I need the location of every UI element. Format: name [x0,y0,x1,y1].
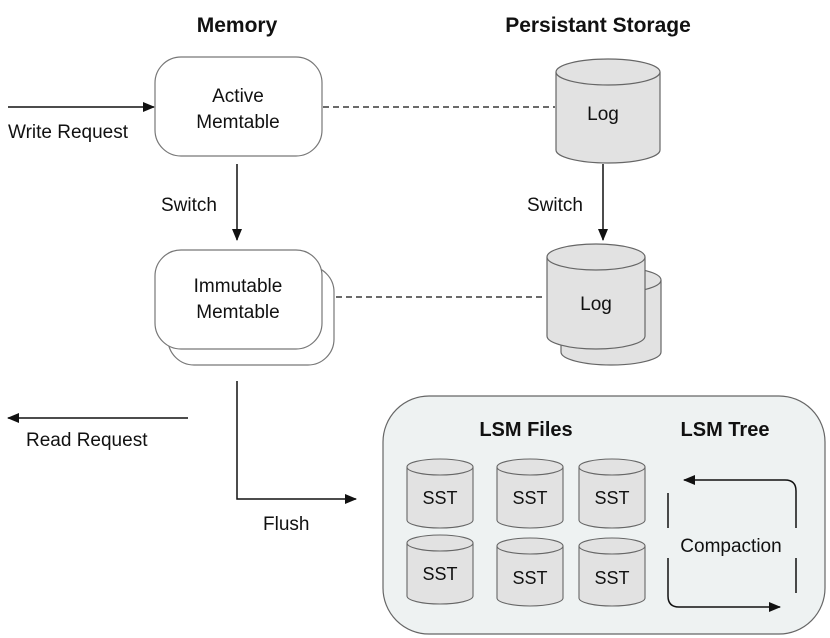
active-memtable-box [154,56,323,157]
sst-label-3: SST [594,488,629,508]
sst-label-5: SST [512,568,547,588]
lsm-files-title: LSM Files [479,419,572,441]
sst-cylinder-6 [578,537,646,607]
sst-cylinder-2 [496,458,564,529]
sst-label-4: SST [422,564,457,584]
sst-label-6: SST [594,568,629,588]
storage-header: Persistant Storage [505,14,691,37]
log-cylinder-immutable [546,243,646,350]
compaction-arrow-bottom [667,493,781,612]
immutable-memtable-box [154,249,323,350]
write-request-label: Write Request [8,122,129,143]
sst-cylinder-4 [406,534,474,605]
sst-cylinder-5 [496,537,564,607]
active-memtable-label-line2: Memtable [196,112,279,133]
compaction-label-bg [664,528,798,558]
sst-label-1: SST [422,488,457,508]
compaction-label: Compaction [680,536,781,557]
active-memtable-label-line1: Active [212,86,264,107]
lsm-tree-title: LSM Tree [681,419,770,441]
immutable-memtable-label-line1: Immutable [194,276,283,297]
sst-cylinder-3 [578,458,646,529]
read-request-label: Read Request [26,430,148,451]
switch-storage-label: Switch [527,195,583,216]
flush-label: Flush [263,514,309,535]
compaction-arrow-top [683,475,797,593]
immutable-memtable-label-line2: Memtable [196,302,279,323]
switch-memory-label: Switch [161,195,217,216]
log-cylinder-active [555,58,661,164]
sst-label-2: SST [512,488,547,508]
log-immutable-label: Log [580,294,612,315]
sst-cylinder-1 [406,458,474,529]
flush-arrow [236,381,357,504]
memory-header: Memory [197,14,278,37]
log-active-label: Log [587,104,619,125]
